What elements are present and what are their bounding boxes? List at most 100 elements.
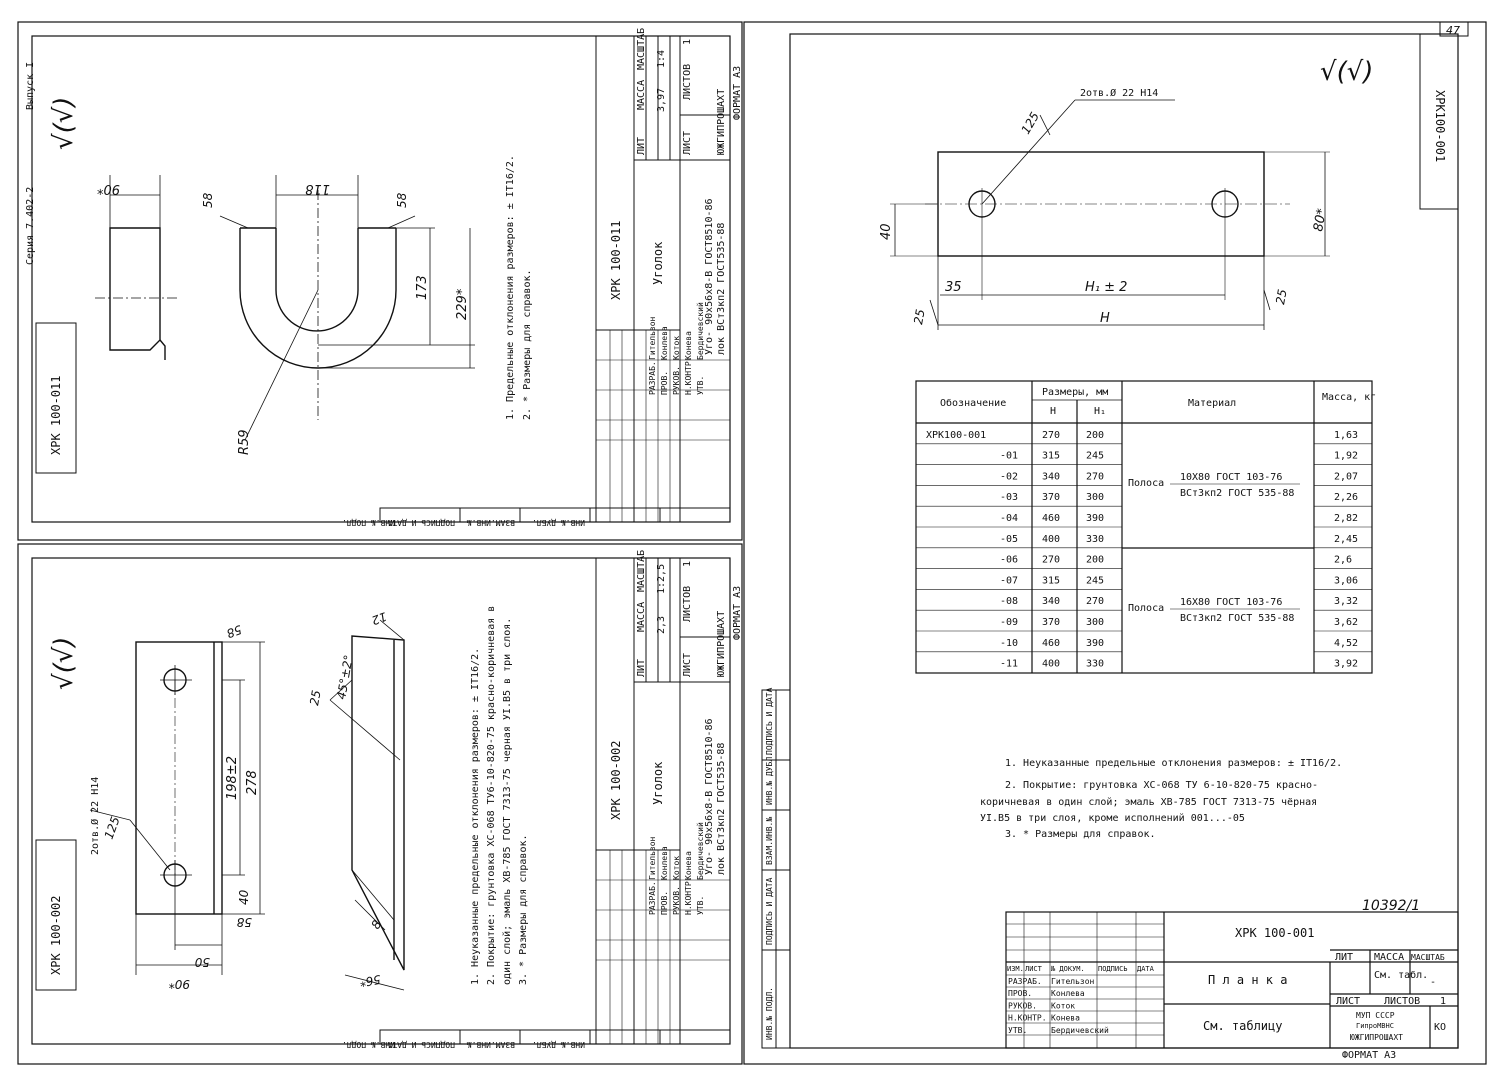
dim-001-h: H xyxy=(1100,311,1110,326)
side-code-box xyxy=(35,322,77,474)
lit-011: ЛИТ xyxy=(636,137,647,155)
stamp-label-002-2: ПОДПИСЬ И ДАТА xyxy=(387,1040,455,1049)
table-cell-h: 370 xyxy=(1042,492,1060,503)
notes-001-4: УI.B5 в три слоя, кроме исполнений 001..… xyxy=(980,812,1245,824)
stamp-label-002-3: ВЗАМ.ИНВ.№ xyxy=(467,1040,515,1049)
roughness-symbol-002: √(√) xyxy=(49,637,79,690)
table-cell-designation: -01 xyxy=(1000,451,1018,462)
dim-002-d6: 50 xyxy=(194,955,210,969)
dim-001-d25b: 25 xyxy=(1273,288,1289,305)
side-code-001: ХРК100-001 xyxy=(1433,90,1447,162)
table-cell-h1: 390 xyxy=(1086,638,1104,649)
lit-001: ЛИТ xyxy=(1335,952,1353,963)
name-001: П л а н к а xyxy=(1208,973,1287,987)
dim-002-d2: 198±2 xyxy=(225,756,240,800)
title-block-header-cell: ИЗМ. xyxy=(1007,965,1024,973)
name-011-5: Бердичевский xyxy=(696,302,705,360)
sheet-label-011: ЛИСТ xyxy=(682,131,693,155)
table-cell-designation: -04 xyxy=(1000,513,1018,524)
table-cell-mass: 4,52 xyxy=(1334,638,1358,649)
table-cell-mass: 3,06 xyxy=(1334,575,1358,586)
name-011: Уголок xyxy=(651,241,665,285)
table-cell-mass: 2,82 xyxy=(1334,513,1358,524)
table-cell-h: 340 xyxy=(1042,596,1060,607)
title-block-person: Конлева xyxy=(1051,989,1085,998)
sheet-number-box xyxy=(1439,21,1469,37)
name-011-3: Коток xyxy=(672,336,681,360)
table-cell-h: 270 xyxy=(1042,555,1060,566)
format-011: ФОРМАТ А3 xyxy=(732,66,743,120)
title-block-002 xyxy=(379,557,731,1045)
stamp-label-001-2: ПОДПИСЬ И ДАТА xyxy=(765,877,774,945)
scale-label-002: МАСШТАБ xyxy=(636,550,647,592)
notes-001-2: 2. Покрытие: грунтовка ХС-068 ТУ 6-10-82… xyxy=(1005,780,1318,791)
role-002-4: Н.КОНТР. xyxy=(684,876,693,915)
org-001-1: МУП СССР xyxy=(1356,1011,1395,1020)
table-cell-h1: 330 xyxy=(1086,534,1104,545)
th-mass: Масса, кг xyxy=(1322,392,1376,403)
title-block-person: Гительзон xyxy=(1051,977,1095,986)
table-cell-h1: 300 xyxy=(1086,492,1104,503)
angle-side-view xyxy=(95,175,180,360)
th-h1: H₁ xyxy=(1094,406,1106,417)
code-001: ХРК 100-001 xyxy=(1235,926,1314,940)
table-cell-h: 370 xyxy=(1042,617,1060,628)
role-011-2: ПРОВ. xyxy=(660,371,669,395)
table-cell-h: 400 xyxy=(1042,534,1060,545)
table-cell-designation: ХРК100-001 xyxy=(926,430,986,441)
mass-002: 2,3 xyxy=(656,616,667,634)
table-cell-h: 460 xyxy=(1042,638,1060,649)
scale-002: 1:2,5 xyxy=(656,564,667,594)
flat-plate-view xyxy=(89,641,265,975)
role-002-2: ПРОВ. xyxy=(660,891,669,915)
title-block-001-grid xyxy=(1006,912,1164,1048)
side-code-002: ХРК 100-002 xyxy=(49,896,63,975)
material-002-1: Уго- 90х56х8-В ГОСТ8510-86 xyxy=(704,718,715,875)
title-block-role: ПРОВ. xyxy=(1008,989,1032,998)
notes-011-2: 2. * Размеры для справок. xyxy=(522,269,533,420)
table-cell-h1: 245 xyxy=(1086,451,1104,462)
notes-001-3: коричневая в один слой; эмаль ХВ-785 ГОС… xyxy=(980,796,1317,808)
dim-001-d40: 40 xyxy=(879,223,894,240)
plank-view xyxy=(890,99,1330,330)
title-block-person: Бердичевский xyxy=(1051,1026,1109,1035)
table-cell-h: 400 xyxy=(1042,659,1060,670)
notes-002-4: 3. * Размеры для справок. xyxy=(518,834,529,985)
dim-002-d4: 40 xyxy=(237,889,251,905)
inventory-number: 10392/1 xyxy=(1362,898,1420,914)
dim-002-d12: 56* xyxy=(359,972,382,989)
notes-001-1: 1. Неуказанные предельные отклонения раз… xyxy=(1005,758,1342,769)
mat-group-1-bottom: ВСт3кп2 ГОСТ 535-88 xyxy=(1180,488,1294,499)
th-designation: Обозначение xyxy=(940,397,1006,409)
role-002-3: РУКОВ. xyxy=(672,886,681,915)
th-sizes: Размеры, мм xyxy=(1042,387,1108,398)
material-011-2: лок ВСт3кп2 ГОСТ535-88 xyxy=(716,223,727,355)
dim-002-d8: 125 xyxy=(102,815,123,841)
side-code-box-001 xyxy=(1419,33,1459,210)
table-cell-h1: 300 xyxy=(1086,617,1104,628)
code-002: ХРК 100-002 xyxy=(609,741,623,820)
dim-002-d7: 90* xyxy=(169,977,190,991)
issue-label: Выпуск I xyxy=(25,62,36,110)
stamp-label-011-2: ПОДПИСЬ И ДАТА xyxy=(387,518,455,527)
title-block-role: Н.КОНТР. xyxy=(1008,1014,1047,1023)
roughness-symbol-001: √(√) xyxy=(1320,57,1373,87)
mat-group-2-top: 16Х80 ГОСТ 103-76 xyxy=(1180,597,1282,608)
dim-011-d2: 118 xyxy=(305,181,330,196)
stamp-label-002-1: ИНВ.№ ПОДЛ. xyxy=(342,1040,395,1049)
material-001: См. таблицу xyxy=(1203,1019,1282,1033)
table-cell-h1: 200 xyxy=(1086,555,1104,566)
org-001-2: ГипроМВНС xyxy=(1356,1022,1394,1030)
scale-label-001: МАСШТАБ xyxy=(1411,953,1445,962)
material-011-1: Уго- 90х56х8-В ГОСТ8510-86 xyxy=(704,198,715,355)
role-002-1: РАЗРАБ. xyxy=(648,881,657,915)
table-cell-h1: 200 xyxy=(1086,430,1104,441)
table-cell-designation: -05 xyxy=(1000,534,1018,545)
table-cell-designation: -11 xyxy=(1000,659,1018,670)
dim-001-h1: H₁ ± 2 xyxy=(1085,280,1127,295)
table-cell-mass: 3,92 xyxy=(1334,659,1358,670)
title-block-header-cell: № ДОКУМ. xyxy=(1050,965,1085,973)
name-011-2: Конлева xyxy=(660,326,669,360)
